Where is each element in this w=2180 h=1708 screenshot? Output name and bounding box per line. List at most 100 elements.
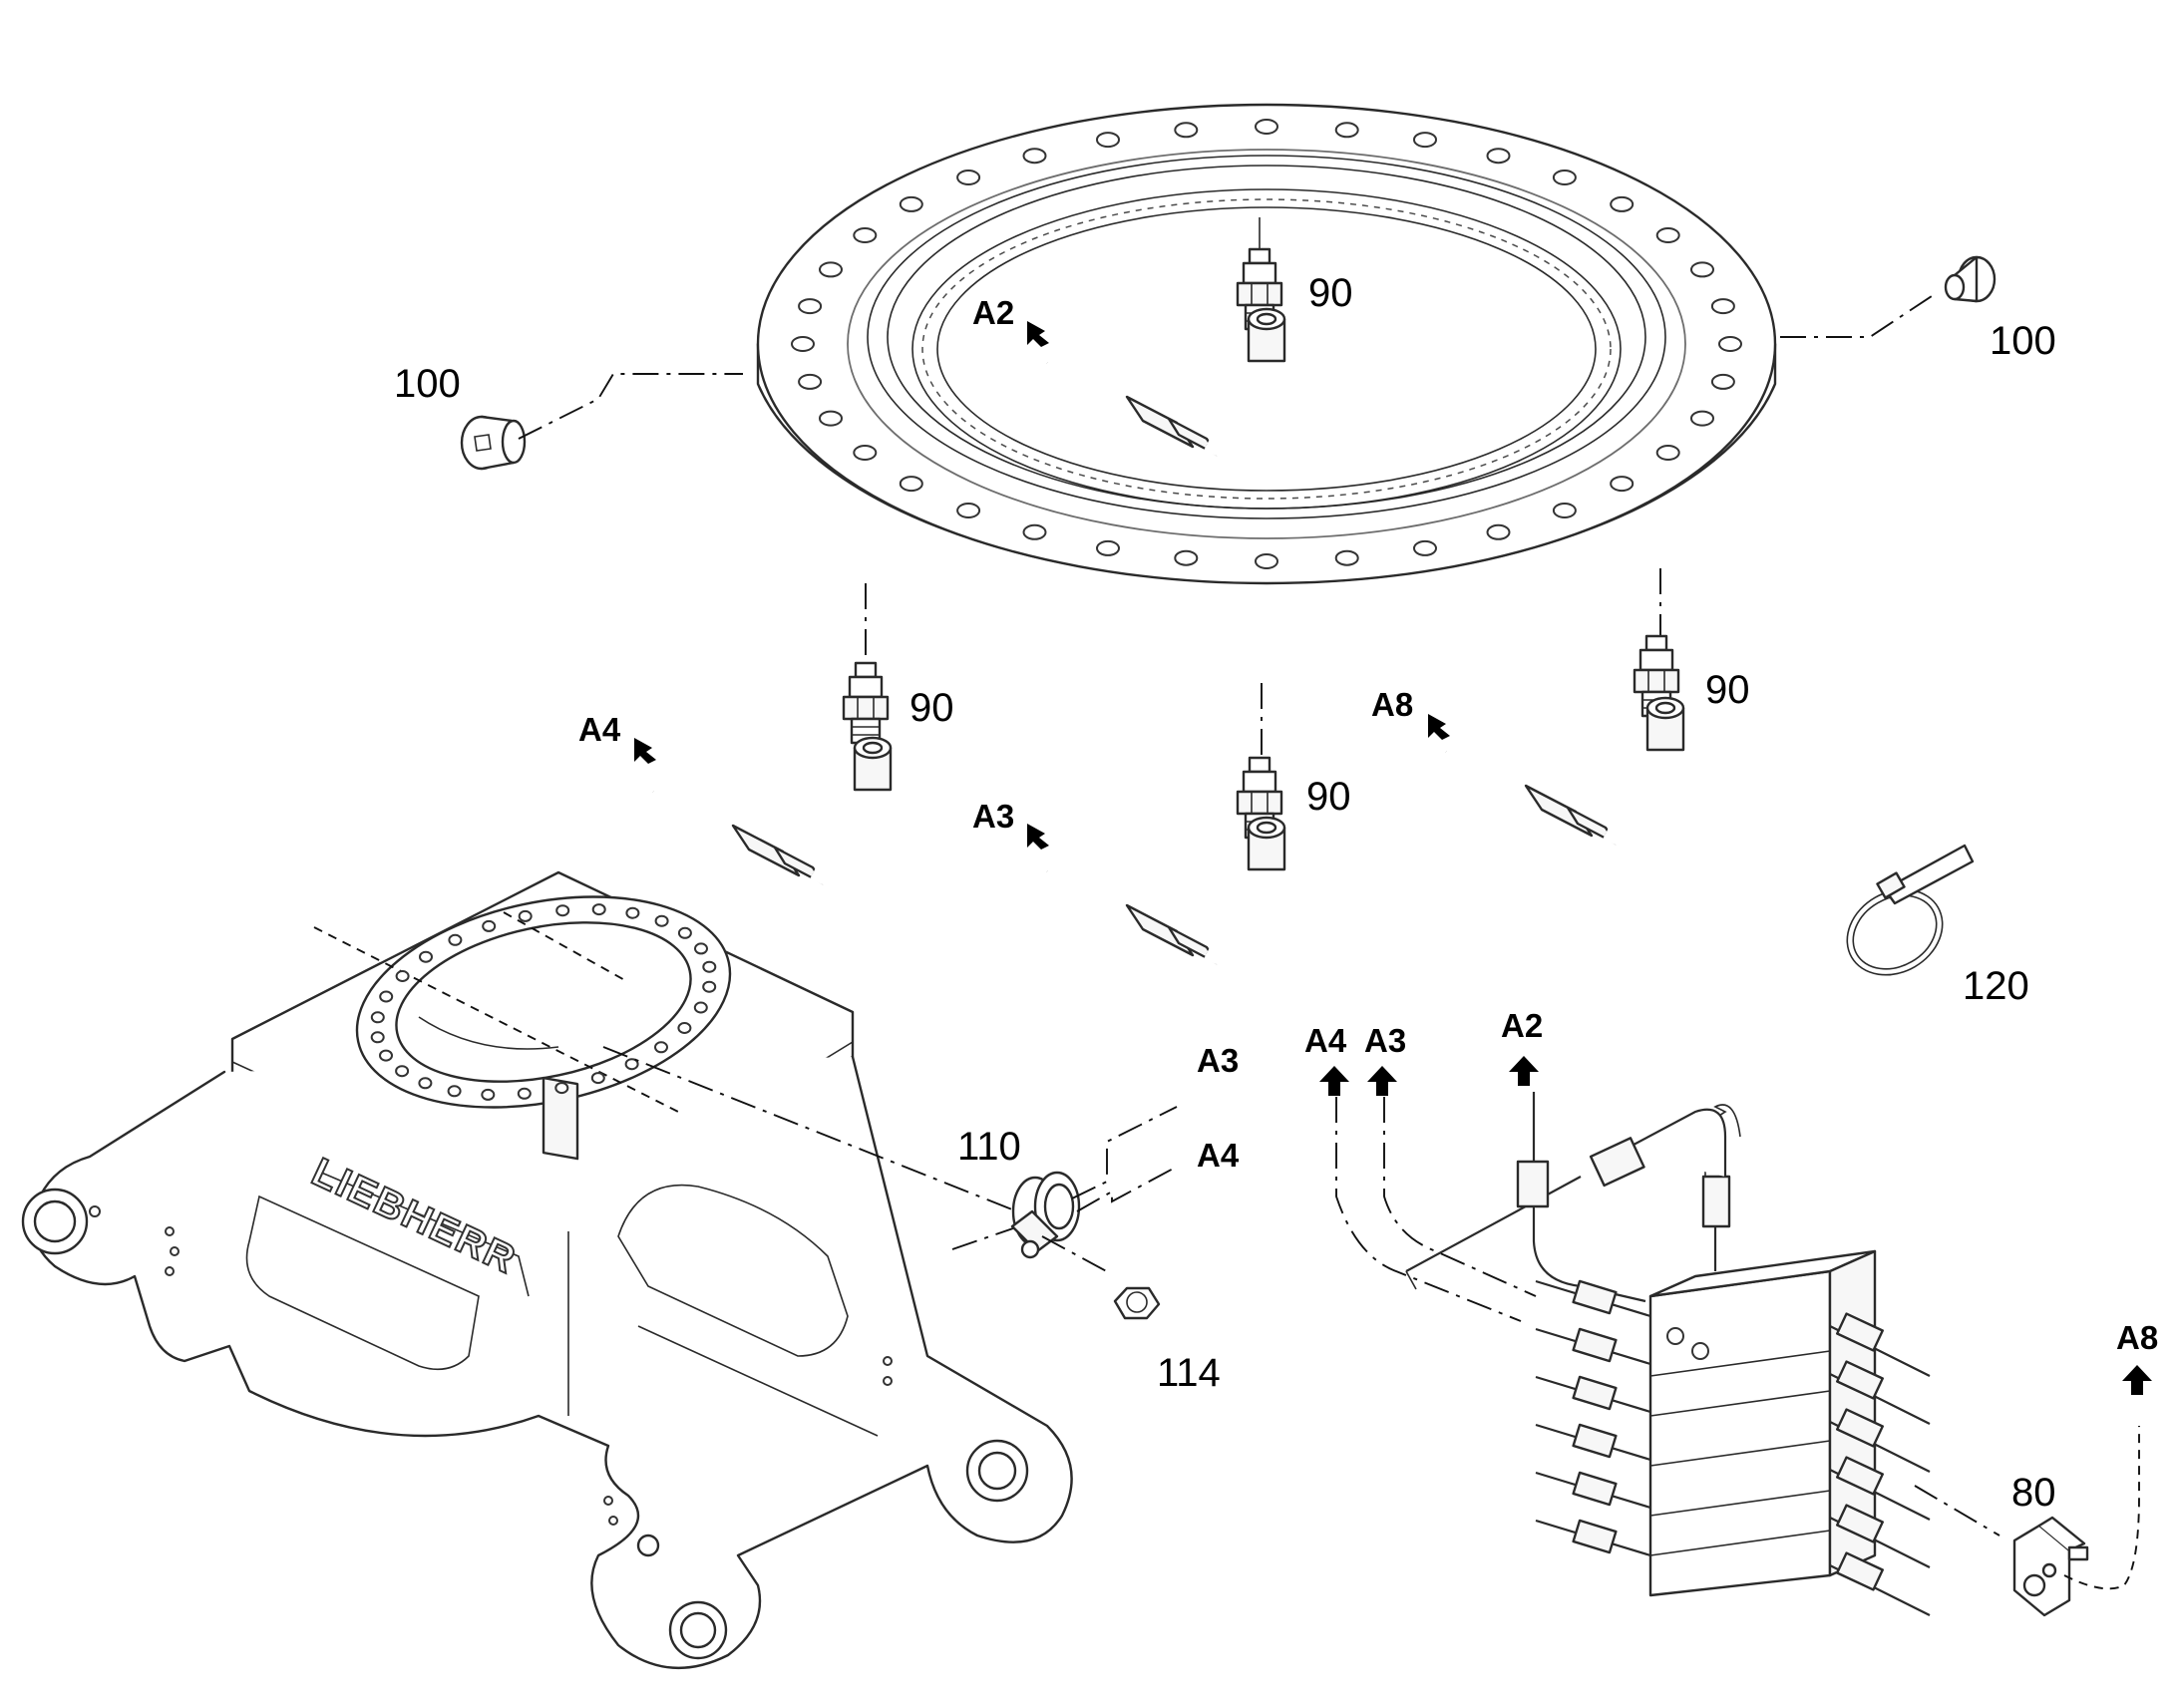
outlet-fitting-left	[1572, 1327, 1618, 1363]
mount-hole	[590, 1072, 605, 1085]
bolt-hole	[819, 261, 843, 278]
tag-a8-pipe: A8	[1371, 686, 1413, 723]
mount-hole	[625, 906, 640, 919]
fitting-90-top	[1047, 217, 1284, 455]
mount-hole	[448, 933, 463, 946]
callout-90-middle: 90	[1306, 775, 1351, 819]
a4-pipe-arrow	[634, 738, 656, 764]
bolt-hole	[1255, 553, 1278, 569]
outlet-fitting-left	[1572, 1423, 1618, 1459]
mount-hole	[654, 914, 669, 927]
outlet-fitting-right	[1836, 1408, 1884, 1448]
bolt-hole	[1096, 539, 1120, 556]
bolt-hole	[1552, 170, 1577, 185]
nut-114	[1113, 1286, 1161, 1320]
mount-hole	[418, 1077, 433, 1090]
bolt-hole	[1710, 298, 1735, 315]
callout-90-left: 90	[909, 686, 954, 730]
bolt-hole	[1610, 195, 1635, 212]
tag-a3-distributor: A3	[1364, 1022, 1406, 1059]
bolt-hole	[1255, 119, 1278, 135]
bolt-hole	[1413, 539, 1437, 556]
lubricant-distributor	[1405, 1092, 1931, 1616]
mount-hole	[694, 942, 708, 955]
bolt-hole	[1690, 410, 1714, 427]
bolt-hole	[853, 227, 878, 243]
bolt-hole	[1655, 227, 1680, 243]
mount-hole	[481, 1088, 496, 1101]
outlet-fitting-right	[1836, 1551, 1884, 1591]
bolt-hole	[1710, 373, 1735, 390]
mount-hole	[624, 1058, 639, 1071]
bolt-hole	[899, 195, 923, 212]
a4-up-arrow	[1319, 1066, 1349, 1096]
bolt-hole	[1334, 122, 1359, 139]
bolt-hole	[1718, 336, 1742, 352]
fitting-90-right	[1446, 634, 1683, 844]
bolt-hole	[1174, 122, 1199, 139]
callout-100-left: 100	[394, 362, 461, 406]
outlet-fitting-left	[1572, 1471, 1618, 1507]
cable-tie-120	[1846, 844, 1975, 976]
outlet-fitting-right	[1836, 1504, 1884, 1543]
mount-hole	[591, 903, 606, 916]
tag-a3-pipe: A3	[972, 798, 1014, 835]
mount-hole	[702, 960, 717, 973]
plug-100-left	[460, 373, 743, 471]
bolt-hole	[1610, 476, 1635, 493]
a2-up-arrow	[1509, 1056, 1539, 1086]
fitting-90-left	[653, 661, 891, 883]
bolt-hole	[1174, 549, 1199, 566]
bolt-hole	[1022, 148, 1047, 165]
a8-pipe-arrow	[1428, 714, 1450, 740]
tag-a3-leader: A3	[1197, 1042, 1239, 1079]
mount-hole	[702, 980, 717, 993]
callout-120: 120	[1963, 964, 2029, 1008]
bolt-hole	[1486, 523, 1511, 540]
bolt-hole	[1022, 523, 1047, 540]
bolt-hole	[853, 445, 878, 461]
tag-a4-pipe: A4	[578, 711, 621, 748]
mount-hole	[370, 1031, 385, 1044]
bolt-hole	[1096, 132, 1120, 149]
mount-hole	[379, 1049, 393, 1062]
bolt-hole	[1690, 261, 1714, 278]
bolt-hole	[819, 410, 843, 427]
mount-hole	[447, 1085, 462, 1098]
callout-110: 110	[957, 1125, 1021, 1169]
bolt-hole	[1552, 503, 1577, 518]
mount-hole	[554, 1082, 569, 1095]
tag-a4-distributor: A4	[1304, 1022, 1347, 1059]
bracket-80	[2012, 1516, 2089, 1617]
callout-90-top: 90	[1308, 271, 1353, 315]
mount-hole	[370, 1011, 385, 1024]
upper-frame: LIEBHERR	[21, 870, 1073, 1670]
plug-100-right	[1780, 255, 1997, 338]
a3-pipe-arrow	[1027, 824, 1049, 850]
mount-hole	[677, 926, 692, 939]
mount-hole	[677, 1022, 692, 1034]
outlet-fitting-left	[1572, 1279, 1618, 1315]
bolt-hole	[798, 298, 823, 315]
mount-hole	[517, 1087, 532, 1100]
a3-up-arrow	[1367, 1066, 1397, 1096]
mount-bolt-holes	[370, 903, 717, 1101]
bolt-hole	[798, 373, 823, 390]
fitting-90-middle	[1047, 756, 1284, 963]
outlet-fitting-right	[1836, 1360, 1884, 1400]
outlet-fitting-left	[1572, 1519, 1618, 1554]
callout-100-right: 100	[1990, 319, 2056, 363]
outlet-fitting-right	[1836, 1312, 1884, 1352]
callout-114: 114	[1157, 1351, 1221, 1395]
bolt-hole	[956, 503, 981, 518]
outlet-fitting-left	[1572, 1375, 1618, 1411]
tag-a8-distributor: A8	[2116, 1319, 2158, 1356]
tag-a4-leader: A4	[1197, 1137, 1240, 1174]
bolt-hole	[899, 476, 923, 493]
mount-hole	[518, 909, 533, 922]
tag-a2-ring: A2	[972, 294, 1014, 331]
mount-hole	[482, 919, 497, 932]
bolt-hole	[1334, 549, 1359, 566]
bolt-hole	[1486, 148, 1511, 165]
